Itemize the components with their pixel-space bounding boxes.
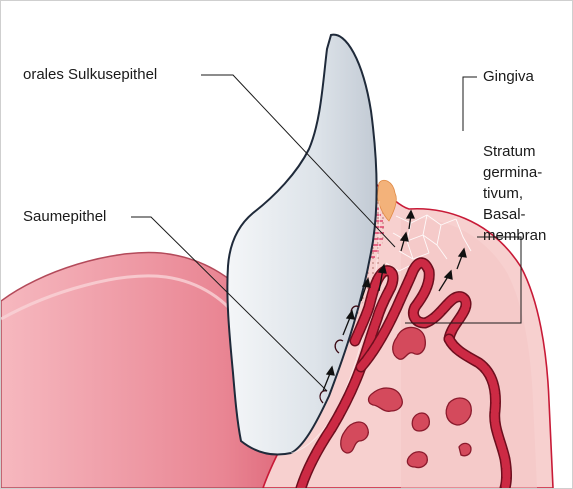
label-stratum-germinativum-basalmembran: Stratum germina- tivum, Basal- membran [483, 141, 546, 246]
label-stratum-line: germina- [483, 162, 546, 183]
label-gingiva: Gingiva [483, 67, 534, 86]
label-orales-sulkusepithel: orales Sulkusepithel [23, 65, 157, 84]
label-saumepithel: Saumepithel [23, 207, 106, 226]
label-stratum-line: Stratum [483, 141, 546, 162]
leader-gingiva [463, 77, 477, 131]
label-stratum-line: tivum, [483, 183, 546, 204]
label-stratum-line: Basal- [483, 204, 546, 225]
label-stratum-line: membran [483, 225, 546, 246]
